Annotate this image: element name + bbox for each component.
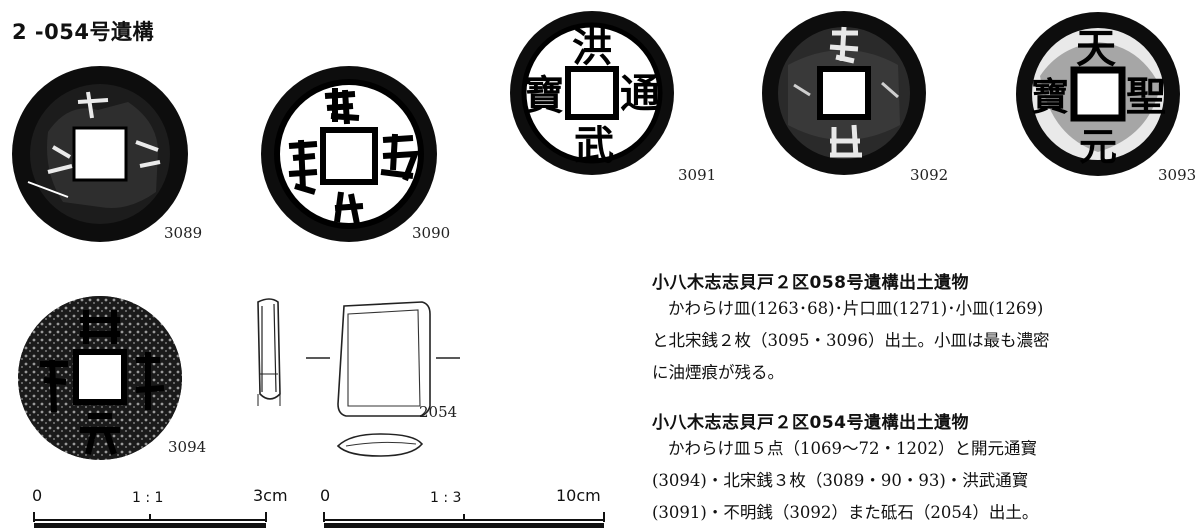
- section-058-line-2: と北宋銭２枚（3095・3096）出土。小皿は最も濃密: [652, 331, 1050, 350]
- coin-3091-char-bottom: 武: [574, 122, 614, 169]
- scale-bar-2: [323, 512, 605, 528]
- whetstone-end-view: [336, 433, 424, 457]
- coin-3091-char-top: 洪: [572, 24, 612, 71]
- whetstone-face-view: [306, 301, 460, 417]
- section-054-body: かわらけ皿５点（1069～72・1202）と開元通寳 (3094)・北宋銭３枚（…: [652, 433, 1197, 529]
- coin-3093-number: 3093: [1158, 166, 1197, 184]
- coin-3091-rubbing: 洪 通 武 寶: [510, 11, 674, 175]
- scale-2-start: 0: [320, 486, 331, 505]
- coin-3093-char-right: 聖: [1126, 73, 1166, 120]
- coin-3094-number: 3094: [168, 438, 207, 456]
- scale-2-ratio: 1 : 3: [430, 490, 462, 506]
- whetstone-side-view: [257, 298, 281, 406]
- section-058-line-3: に油煙痕が残る。: [652, 363, 784, 382]
- coin-3091-number: 3091: [678, 166, 717, 184]
- section-054-line-3: (3091)・不明銭（3092）また砥石（2054）出土。: [652, 503, 1039, 522]
- coin-3090-number: 3090: [412, 224, 451, 242]
- scale-1-end: 3cm: [253, 486, 288, 505]
- scale-1-ratio: 1 : 1: [132, 490, 164, 506]
- coin-3092-number: 3092: [910, 166, 949, 184]
- scale-1-start: 0: [32, 486, 43, 505]
- section-054-line-1: かわらけ皿５点（1069～72・1202）と開元通寳: [668, 439, 1037, 458]
- coin-3093-char-bottom: 元: [1079, 124, 1117, 169]
- coin-3093-char-left: 寶: [1031, 74, 1069, 119]
- scale-bar-1: [33, 512, 267, 528]
- section-058-line-1: かわらけ皿(1263･68)･片口皿(1271)･小皿(1269): [668, 299, 1044, 318]
- section-054-line-2: (3094)・北宋銭３枚（3089・90・93)・洪武通寳: [652, 471, 1029, 490]
- coin-3094-rubbing: [18, 296, 182, 460]
- scale-2-end: 10cm: [556, 486, 601, 505]
- coin-3091-char-left: 寶: [524, 72, 564, 119]
- coin-3090-rubbing: [261, 66, 437, 242]
- coin-3093-rubbing: 天 聖 元 寶: [1016, 12, 1180, 176]
- section-058-body: かわらけ皿(1263･68)･片口皿(1271)･小皿(1269) と北宋銭２枚…: [652, 293, 1197, 389]
- section-054-heading: 小八木志志貝戸２区054号遺構出土遺物: [652, 413, 969, 433]
- coin-3091-char-right: 通: [620, 70, 660, 117]
- coin-3092-rubbing: [762, 11, 926, 175]
- whetstone-number: 2054: [419, 403, 458, 421]
- coin-3089-number: 3089: [164, 224, 203, 242]
- feature-title: 2 -054号遺構: [12, 20, 154, 44]
- section-058-heading: 小八木志志貝戸２区058号遺構出土遺物: [652, 273, 969, 293]
- coin-3093-char-top: 天: [1076, 25, 1116, 72]
- coin-3089-rubbing: [12, 66, 188, 242]
